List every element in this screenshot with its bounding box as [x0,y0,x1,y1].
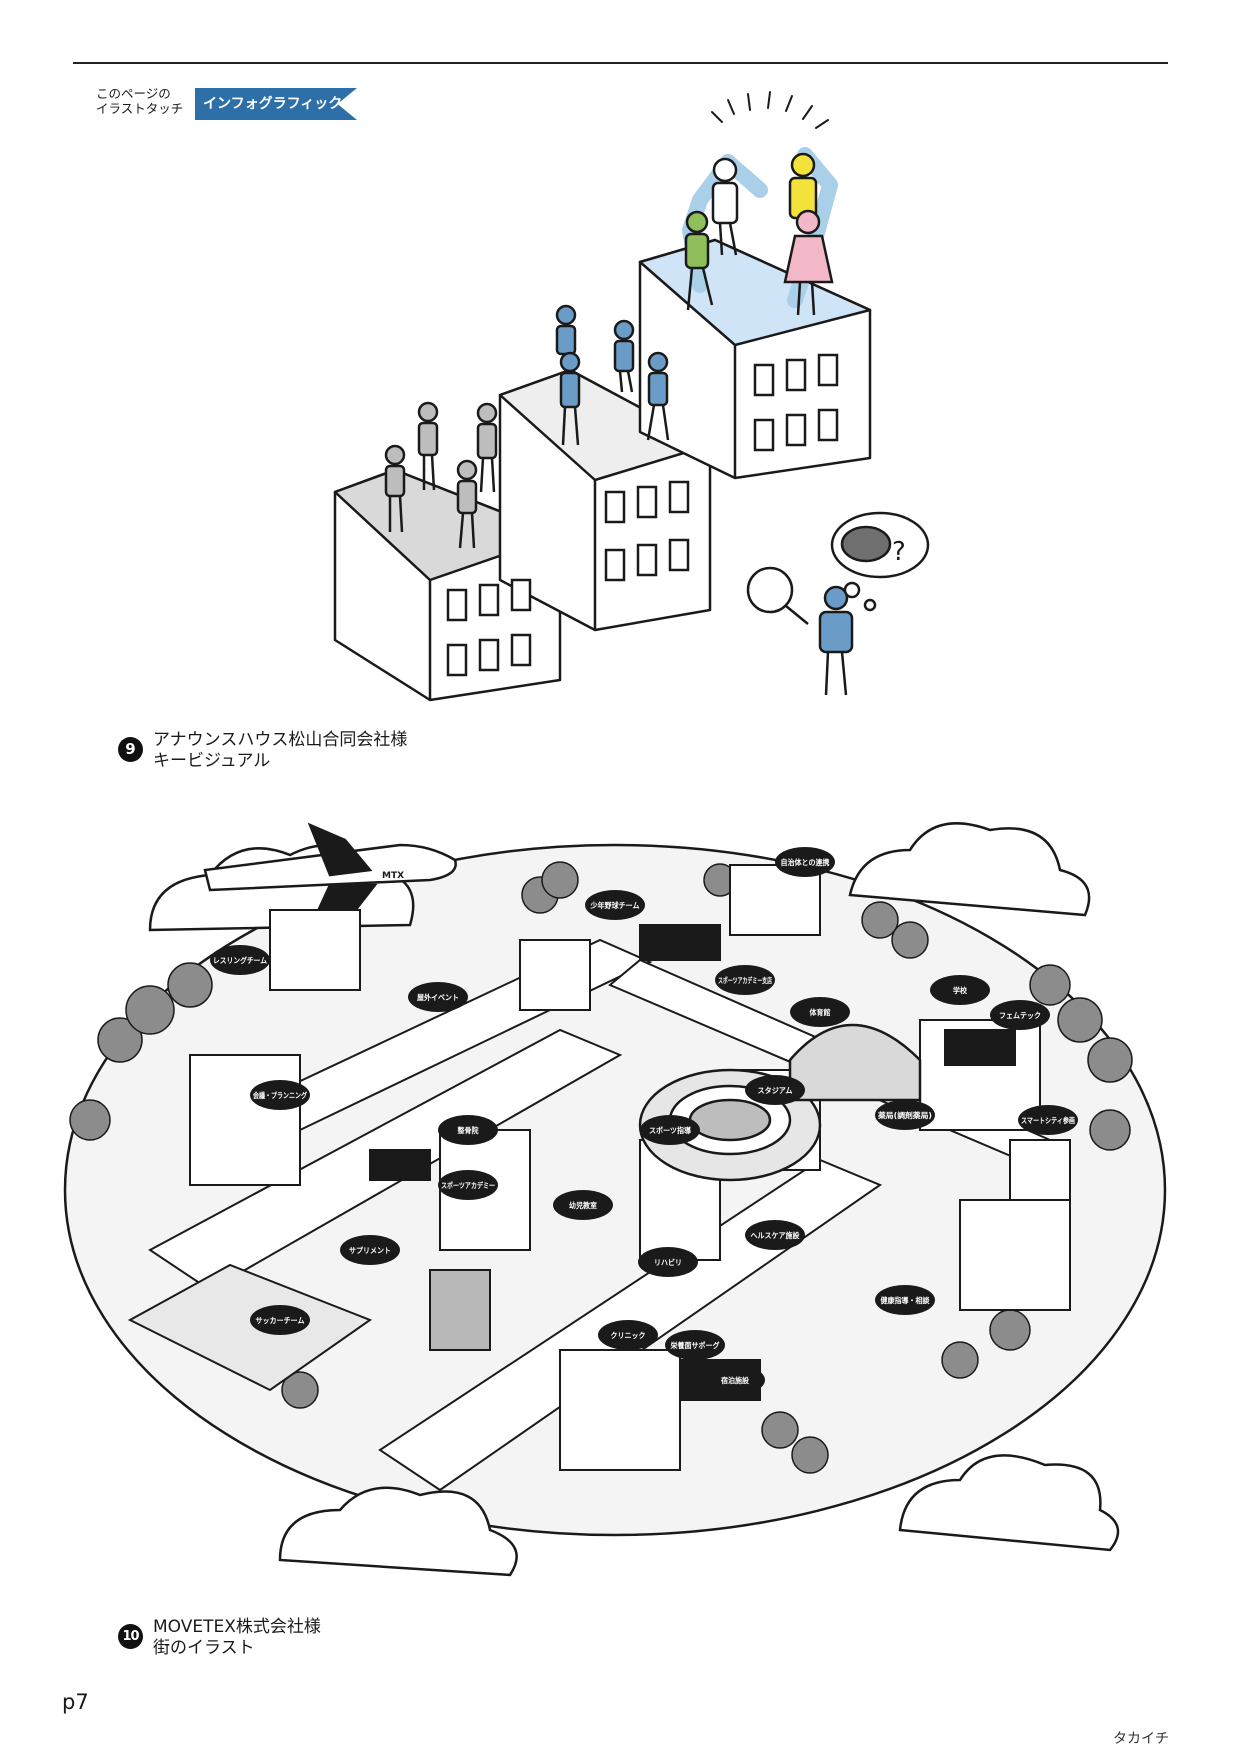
svg-text:サッカーチーム: サッカーチーム [256,1316,305,1325]
svg-text:スポーツ指導: スポーツ指導 [649,1125,691,1135]
svg-text:幼児教室: 幼児教室 [569,1200,597,1210]
location-tag: 栄養面サポーグ [665,1330,725,1360]
svg-text:フェムテック: フェムテック [999,1010,1041,1020]
page-number: p7 [62,1690,89,1714]
location-tag: サプリメント [340,1235,400,1265]
town-illustration: MTX レスリングチーム少年野球チーム自治体との連携屋外イベントスポーツアカデミ… [63,822,1167,1577]
illustration-touch-tag: インフォグラフィック [195,88,357,120]
svg-text:体育館: 体育館 [810,1007,831,1017]
location-tag: 自治体との連携 [775,847,835,877]
location-tag: スポーツ指導 [640,1115,700,1145]
location-tag: 少年野球チーム [585,890,645,920]
location-tag: スポーツアカデミー [438,1170,498,1200]
location-tag: 健康指導・相談 [875,1285,935,1315]
work-number-badge: 10 [118,1624,143,1649]
location-tag: 薬局(調剤薬局) [875,1100,935,1130]
caption-work-10: 10 MOVETEX株式会社様 街のイラスト [118,1617,321,1659]
location-tag: フェムテック [990,1000,1050,1030]
artist-signature: タカイチ [1113,1731,1169,1747]
client-name: アナウンスハウス松山合同会社様 [153,730,408,750]
svg-text:宿泊施設: 宿泊施設 [721,1375,749,1385]
svg-text:健康指導・相談: 健康指導・相談 [881,1295,930,1305]
location-tag: 整骨院 [438,1115,498,1145]
svg-text:少年野球チーム: 少年野球チーム [590,900,640,910]
work-title: 街のイラスト [153,1638,255,1658]
location-tag: 会議・プランニング [250,1080,310,1110]
work-title: キービジュアル [153,751,271,771]
location-tag: スタジアム [745,1075,805,1105]
svg-text:サプリメント: サプリメント [349,1245,391,1255]
location-tag: 学校 [930,975,990,1005]
svg-text:学校: 学校 [953,985,967,995]
svg-text:ヘルスケア施設: ヘルスケア施設 [751,1230,800,1240]
svg-text:?: ? [892,537,906,567]
location-tag: リハビリ [638,1247,698,1277]
illustration-touch-label: このページの イラストタッチ [96,86,184,116]
location-tag: スポーツアカデミー支店 [715,965,775,995]
location-tag: 体育館 [790,997,850,1027]
svg-text:屋外イベント: 屋外イベント [417,992,459,1002]
svg-text:自治体との連携: 自治体との連携 [781,857,830,867]
top-rule [73,62,1168,64]
svg-text:レスリングチーム: レスリングチーム [213,955,267,965]
location-tag: サッカーチーム [250,1305,310,1335]
location-tag: 宿泊施設 [705,1365,765,1395]
svg-text:リハビリ: リハビリ [654,1257,682,1267]
svg-text:スポーツアカデミー: スポーツアカデミー [441,1180,495,1190]
airplane-logo: MTX [382,871,404,881]
location-tag: 屋外イベント [408,982,468,1012]
svg-text:スマートシティ参画: スマートシティ参画 [1021,1115,1075,1125]
location-tag: クリニック [598,1320,658,1350]
svg-text:クリニック: クリニック [611,1330,646,1340]
svg-text:整骨院: 整骨院 [458,1125,479,1135]
location-tag: 幼児教室 [553,1190,613,1220]
location-tag: スマートシティ参画 [1018,1105,1078,1135]
client-name: MOVETEX株式会社様 [153,1617,321,1637]
svg-text:スタジアム: スタジアム [758,1085,793,1095]
svg-text:スポーツアカデミー支店: スポーツアカデミー支店 [718,975,772,985]
caption-work-9: 9 アナウンスハウス松山合同会社様 キービジュアル [118,730,407,772]
location-tag: レスリングチーム [210,945,270,975]
location-tag: ヘルスケア施設 [745,1220,805,1250]
key-visual-illustration: ? [333,91,930,702]
svg-text:薬局(調剤薬局): 薬局(調剤薬局) [878,1110,932,1120]
svg-text:栄養面サポーグ: 栄養面サポーグ [670,1340,720,1350]
svg-text:会議・プランニング: 会議・プランニング [253,1090,307,1100]
work-number-badge: 9 [118,737,143,762]
